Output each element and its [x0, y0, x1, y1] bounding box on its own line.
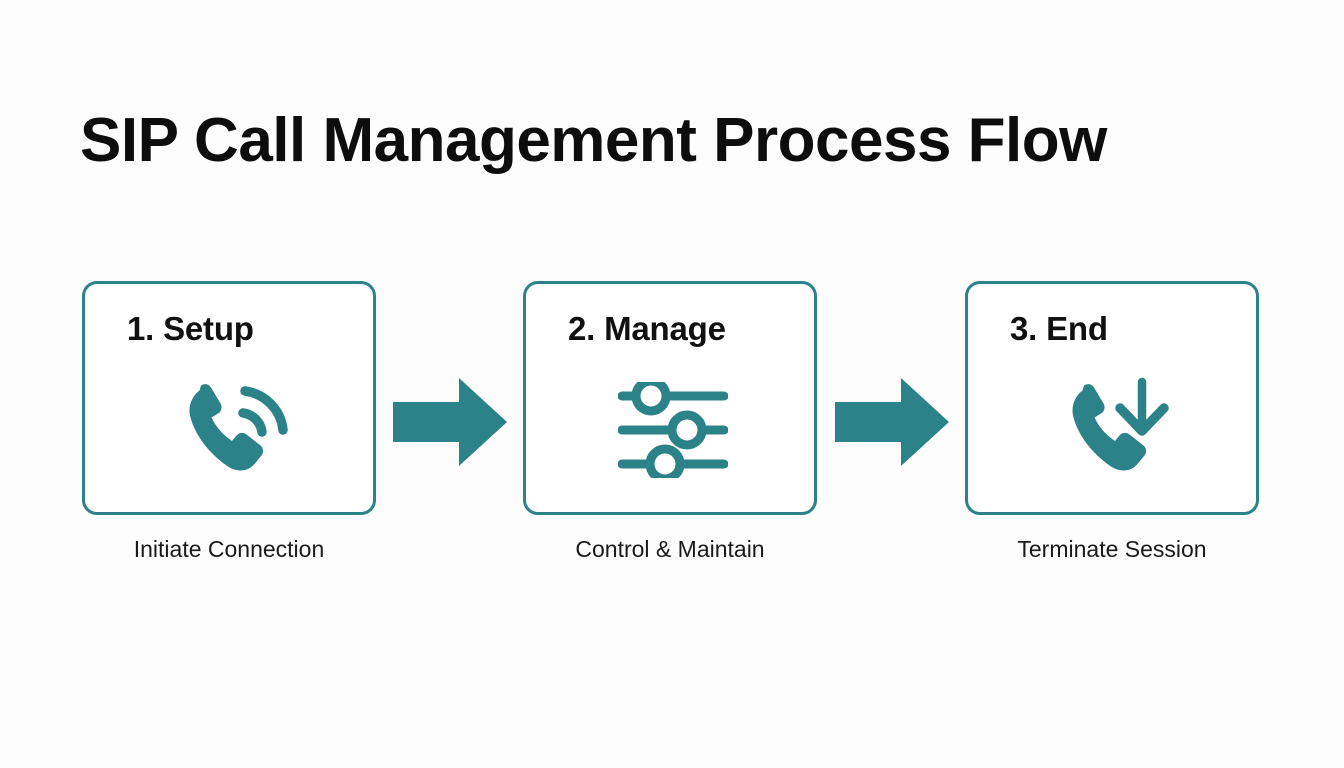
- step-title-manage: 2. Manage: [568, 310, 726, 347]
- step-caption-setup: Initiate Connection: [133, 536, 325, 562]
- step-card-setup[interactable]: 1. Setup: [82, 281, 376, 515]
- page-title: SIP Call Management Process Flow: [80, 106, 1107, 175]
- arrow-right-icon: [835, 378, 949, 466]
- flow-step-manage[interactable]: 2. Manage: [523, 281, 817, 562]
- arrow-right-icon: [393, 378, 507, 466]
- phone-ringing-icon: [85, 370, 379, 490]
- step-caption-end: Terminate Session: [1017, 536, 1207, 562]
- step-card-manage[interactable]: 2. Manage: [523, 281, 817, 515]
- step-caption-manage: Control & Maintain: [575, 536, 765, 562]
- flow-step-setup[interactable]: 1. Setup Initiate Connection: [82, 281, 376, 562]
- step-card-end[interactable]: 3. End: [965, 281, 1259, 515]
- process-flow-row: 1. Setup Initiate Connection: [0, 281, 1344, 581]
- flow-step-end[interactable]: 3. End Terminate Session: [965, 281, 1259, 562]
- step-title-setup: 1. Setup: [127, 310, 254, 347]
- sliders-settings-icon: [526, 370, 820, 490]
- phone-hangup-down-arrow-icon: [968, 370, 1262, 490]
- step-title-end: 3. End: [1010, 310, 1108, 347]
